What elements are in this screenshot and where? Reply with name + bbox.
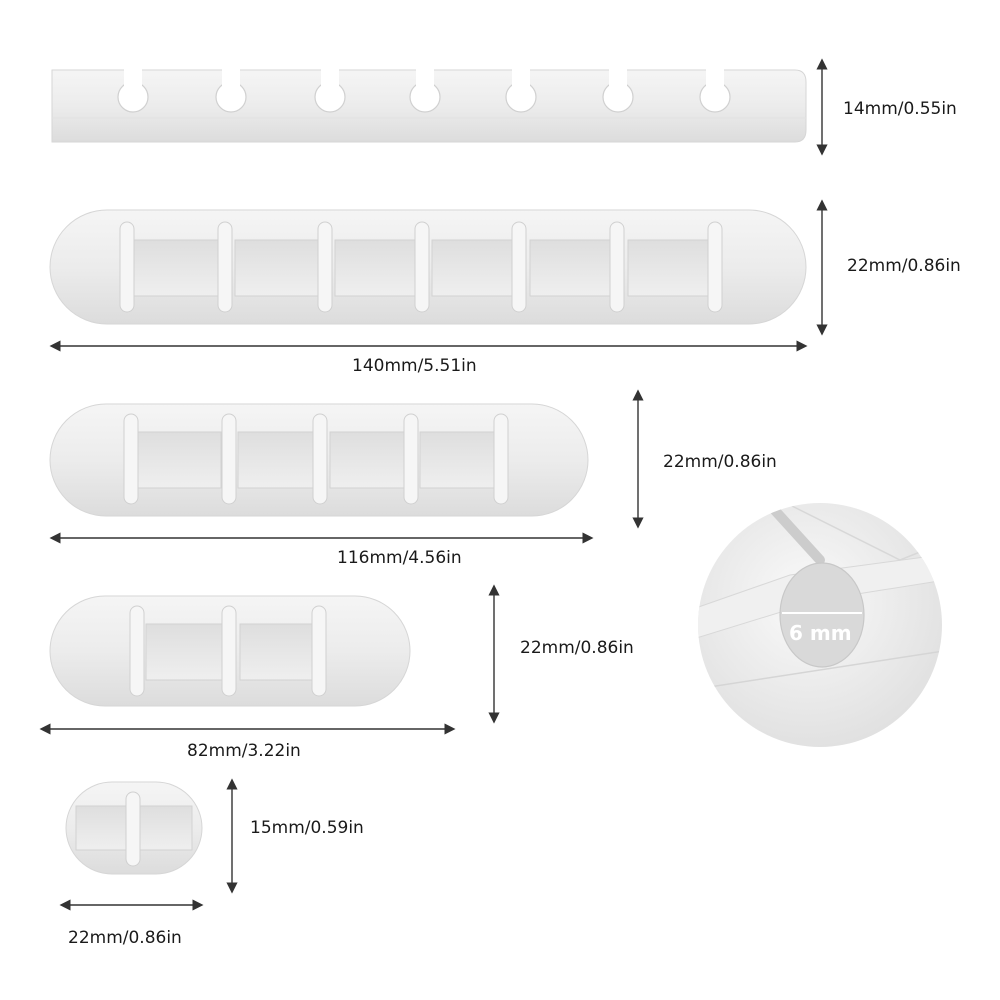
bar-5-height-label: 22mm/0.86in <box>663 452 777 472</box>
bar-7-width-label: 140mm/5.51in <box>352 356 477 376</box>
side-view-holes <box>117 68 731 113</box>
cable-holder-7-slot <box>49 199 828 352</box>
hole-detail-zoom <box>698 503 942 747</box>
cable-holder-3-slot <box>39 584 500 735</box>
bar-5-width-label: 116mm/4.56in <box>337 548 462 568</box>
cable-holder-1-slot <box>59 778 238 911</box>
bar-7-height-label: 22mm/0.86in <box>847 256 961 276</box>
top-bar-height-label: 14mm/0.55in <box>843 99 957 119</box>
cable-holder-5-slot <box>49 389 644 544</box>
hole-size-label: 6 mm <box>789 621 852 645</box>
bar-3-height-label: 22mm/0.86in <box>520 638 634 658</box>
cable-holder-side-view <box>51 58 828 156</box>
clip-1-height-label: 15mm/0.59in <box>250 818 364 838</box>
bar-3-width-label: 82mm/3.22in <box>187 741 301 761</box>
clip-1-width-label: 22mm/0.86in <box>68 928 182 948</box>
